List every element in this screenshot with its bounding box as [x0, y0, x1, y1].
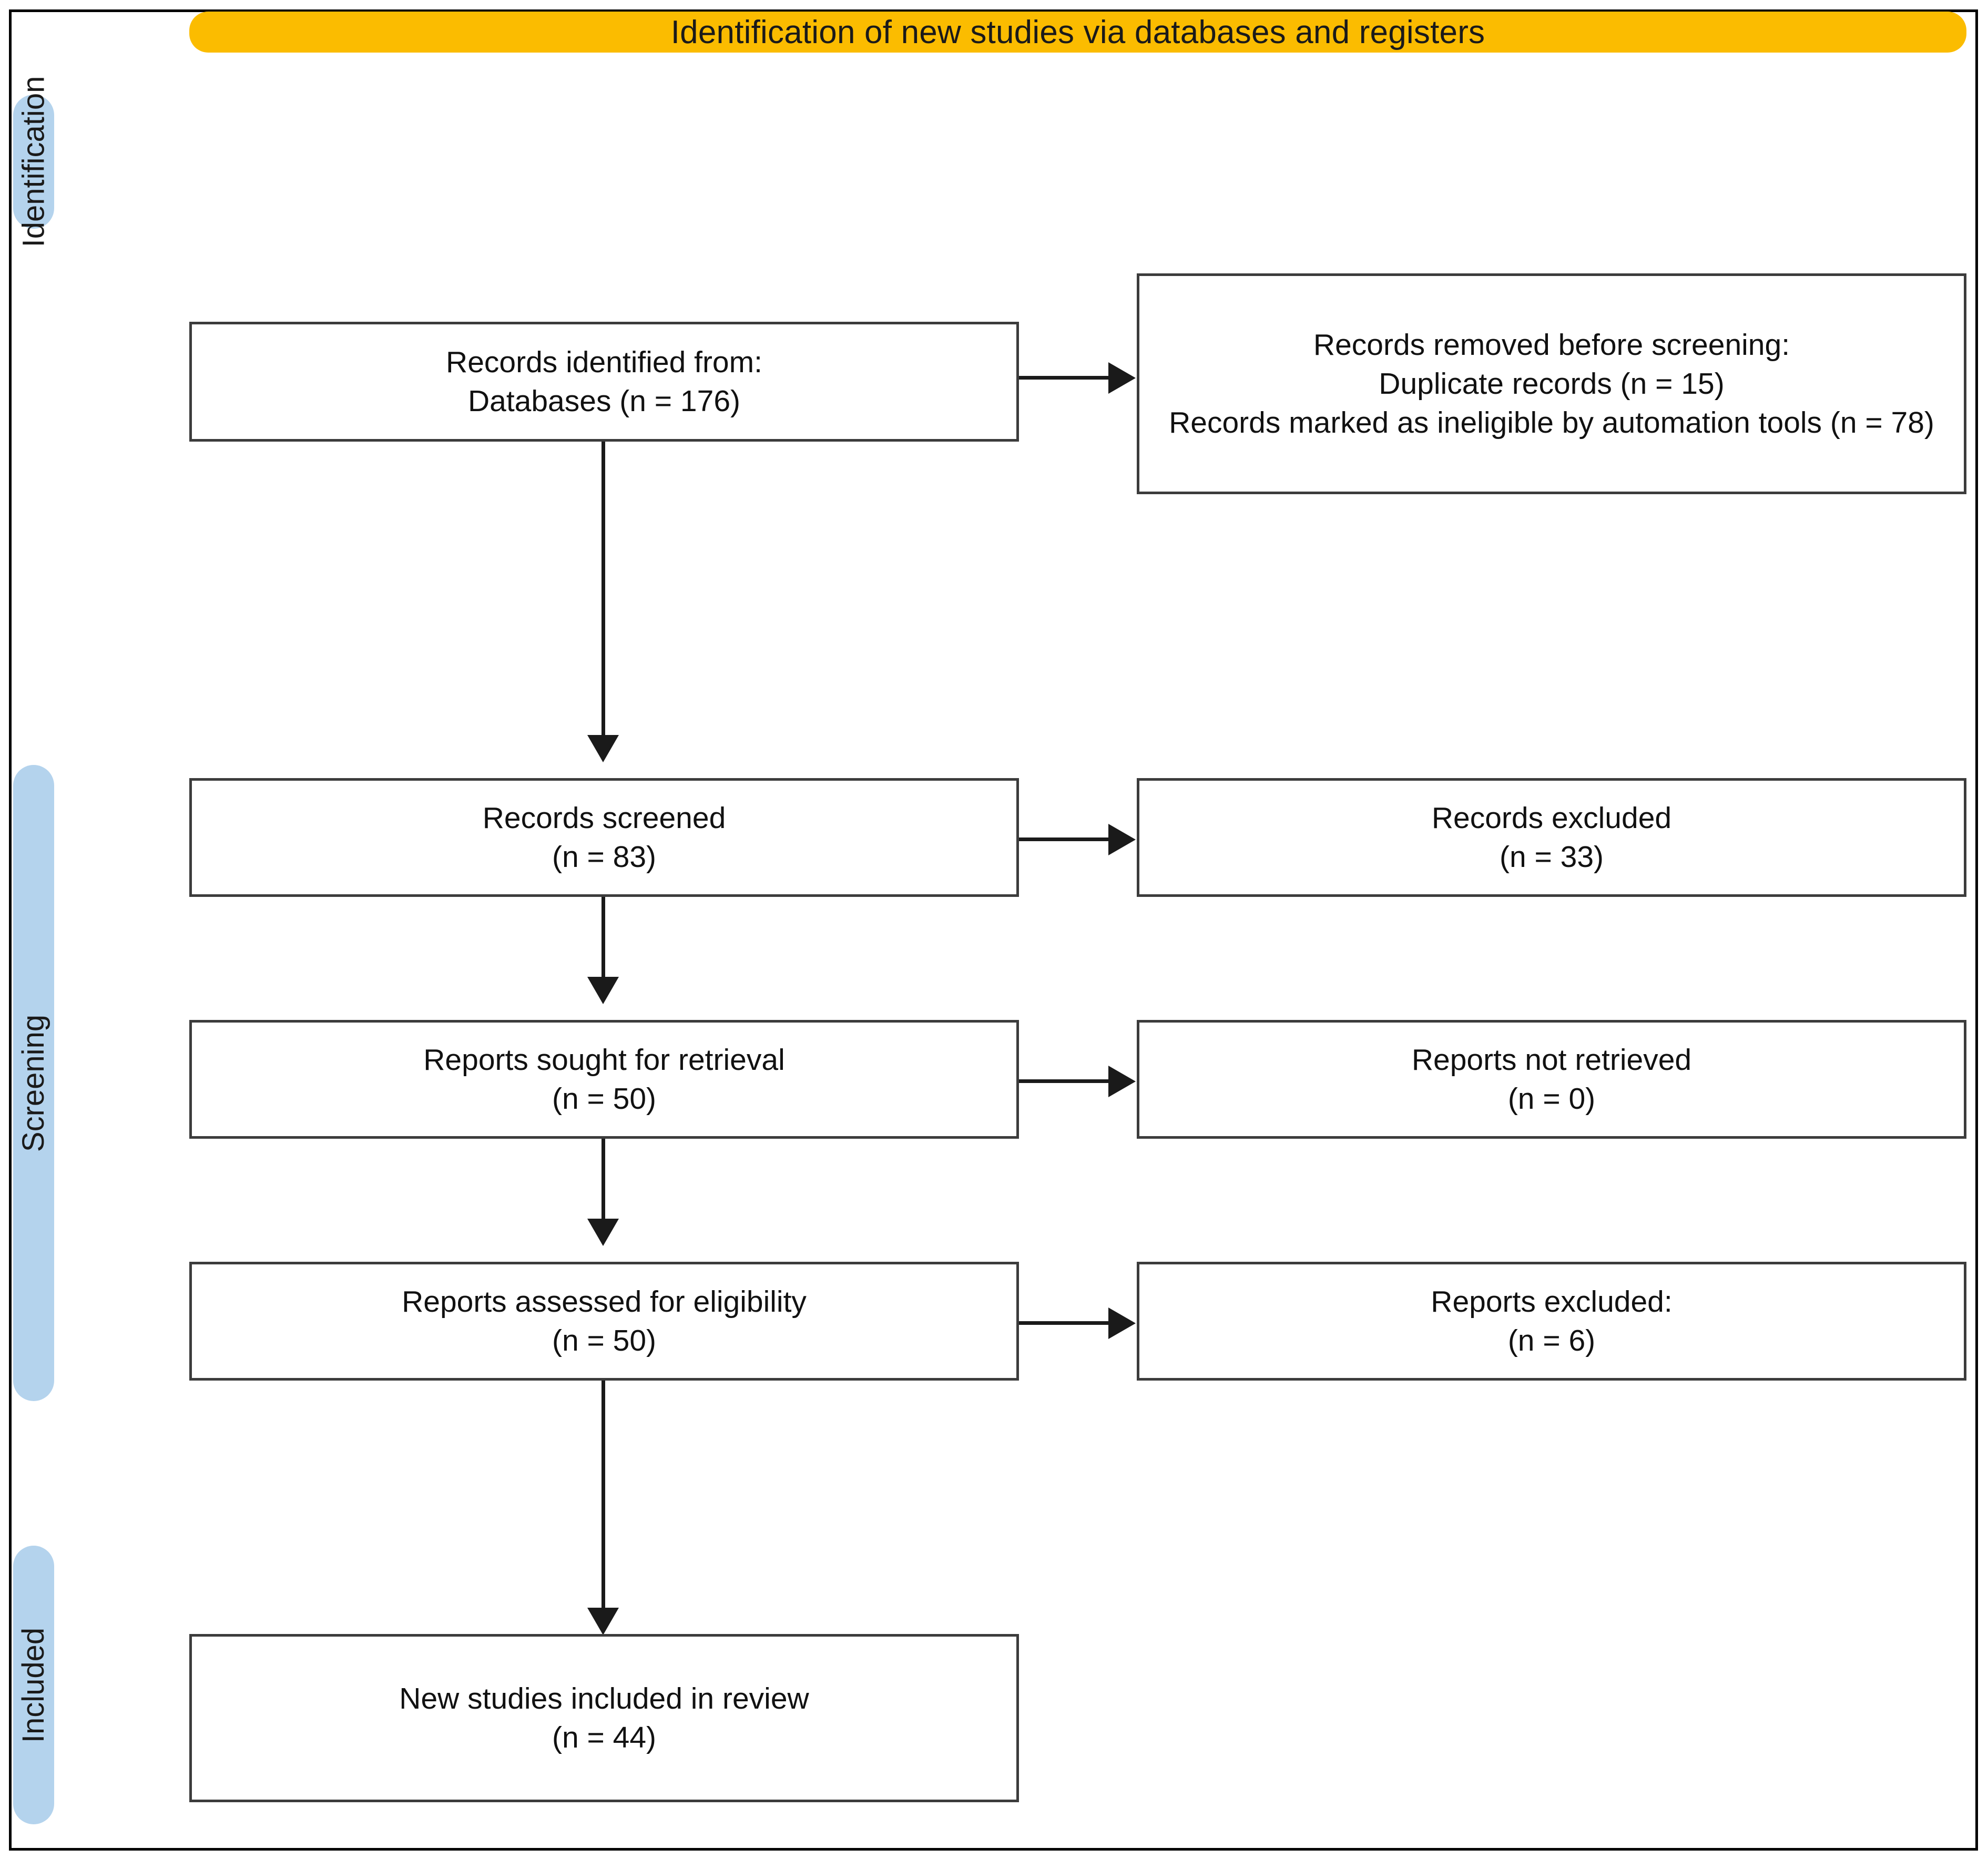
records-excluded-line1: Records excluded [1431, 801, 1672, 835]
arrowhead-screened-to-sought [587, 977, 619, 1004]
connector-screened-to-excluded [1017, 837, 1109, 841]
reports-not-retrieved-line2: (n = 0) [1507, 1082, 1596, 1116]
reports-assessed-line2: (n = 50) [552, 1324, 657, 1357]
arrowhead-assessed-to-included [587, 1608, 619, 1635]
connector-identified-to-removed [1017, 376, 1109, 380]
connector-sought-to-assessed [602, 1139, 605, 1219]
box-records-excluded: Records excluded (n = 33) [1137, 778, 1966, 897]
arrowhead-identified-to-screened [587, 735, 619, 762]
stage-label-screening: Screening [16, 1014, 51, 1152]
reports-sought-line2: (n = 50) [552, 1082, 657, 1116]
reports-excluded-line1: Reports excluded: [1431, 1284, 1673, 1319]
box-records-identified: Records identified from: Databases (n = … [189, 322, 1019, 442]
new-studies-included-line2: (n = 44) [552, 1721, 657, 1754]
box-reports-sought: Reports sought for retrieval (n = 50) [189, 1020, 1019, 1139]
box-reports-not-retrieved: Reports not retrieved (n = 0) [1137, 1020, 1966, 1139]
reports-not-retrieved-line1: Reports not retrieved [1411, 1043, 1692, 1077]
records-screened-line2: (n = 83) [552, 840, 657, 874]
box-reports-assessed: Reports assessed for eligibility (n = 50… [189, 1262, 1019, 1381]
reports-assessed-line1: Reports assessed for eligibility [402, 1284, 807, 1319]
stage-label-included: Included [16, 1627, 51, 1743]
reports-excluded-line2: (n = 6) [1507, 1324, 1596, 1357]
box-records-removed: Records removed before screening: Duplic… [1137, 273, 1966, 494]
connector-assessed-to-included [602, 1381, 605, 1608]
diagram-title-banner: Identification of new studies via databa… [189, 12, 1966, 53]
records-screened-line1: Records screened [482, 801, 726, 835]
connector-sought-to-not-retrieved [1017, 1079, 1109, 1083]
records-identified-line2: Databases (n = 176) [467, 384, 741, 418]
stage-pill-identification: Identification [13, 76, 54, 247]
connector-assessed-to-excluded [1017, 1321, 1109, 1325]
arrowhead-identified-to-removed [1108, 362, 1136, 394]
arrowhead-screened-to-excluded [1108, 824, 1136, 855]
box-new-studies-included: New studies included in review (n = 44) [189, 1634, 1019, 1802]
records-removed-line3: Records marked as ineligible by automati… [1169, 406, 1934, 440]
connector-identified-to-screened [602, 441, 605, 735]
box-reports-excluded: Reports excluded: (n = 6) [1137, 1262, 1966, 1381]
box-records-screened: Records screened (n = 83) [189, 778, 1019, 897]
stage-pill-screening: Screening [13, 765, 54, 1401]
arrowhead-assessed-to-excluded [1108, 1308, 1136, 1339]
diagram-title: Identification of new studies via databa… [670, 14, 1485, 50]
records-identified-line1: Records identified from: [446, 345, 762, 379]
records-excluded-line2: (n = 33) [1499, 840, 1604, 874]
arrowhead-sought-to-not-retrieved [1108, 1066, 1136, 1097]
arrowhead-sought-to-assessed [587, 1219, 619, 1246]
connector-screened-to-sought [602, 897, 605, 977]
stage-label-identification: Identification [16, 76, 51, 248]
records-removed-line2: Duplicate records (n = 15) [1379, 366, 1725, 401]
reports-sought-line1: Reports sought for retrieval [423, 1043, 785, 1077]
records-removed-line1: Records removed before screening: [1313, 328, 1790, 362]
new-studies-included-line1: New studies included in review [399, 1681, 809, 1715]
stage-pill-included: Included [13, 1546, 54, 1824]
